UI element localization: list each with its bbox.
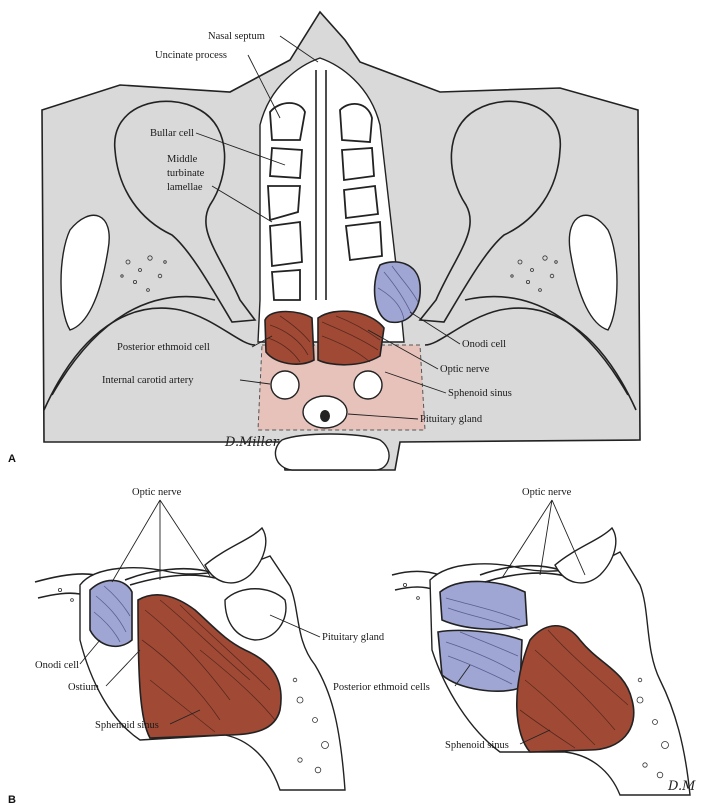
label-b-left-onodi-cell: Onodi cell [35,660,79,671]
label-middle-turbinate-2: turbinate [167,168,205,179]
label-nasal-septum: Nasal septum [208,31,265,42]
label-b-left-optic-nerve: Optic nerve [132,487,182,498]
label-sphenoid-sinus: Sphenoid sinus [448,388,512,399]
posterior-ethmoid-cell-upper [440,581,527,629]
panel-b-right-drawing: D.M [392,528,696,795]
onodi-cell-a [375,262,421,322]
artist-signature-a: D.Miller [224,435,280,450]
panel-a-drawing: D.Miller [42,12,640,470]
panel-label-a: A [8,453,16,465]
artist-signature-b: D.M [667,779,696,794]
panel-b-left-drawing [35,528,345,790]
label-middle-turbinate-1: Middle [167,154,198,165]
label-uncinate-process: Uncinate process [155,50,227,61]
pituitary-gland-a [320,410,330,422]
label-bullar-cell: Bullar cell [150,128,194,139]
label-pituitary-gland: Pituitary gland [420,414,483,425]
label-onodi-cell: Onodi cell [462,339,506,350]
label-b-right-posterior-ethmoid-cells: Posterior ethmoid cells [333,682,430,693]
internal-carotid-artery-left [271,371,299,399]
label-internal-carotid-artery: Internal carotid artery [102,375,194,386]
label-b-left-ostium: Ostium [68,682,99,693]
label-b-right-sphenoid-sinus: Sphenoid sinus [445,740,509,751]
label-b-left-sphenoid-sinus: Sphenoid sinus [95,720,159,731]
label-optic-nerve: Optic nerve [440,364,490,375]
panel-label-b: B [8,794,16,806]
label-b-left-pituitary-gland: Pituitary gland [322,632,385,643]
label-middle-turbinate-3: lamellae [167,182,203,193]
label-posterior-ethmoid-cell: Posterior ethmoid cell [117,342,210,353]
internal-carotid-artery-right [354,371,382,399]
clivus [275,434,389,470]
label-b-right-optic-nerve: Optic nerve [522,487,572,498]
